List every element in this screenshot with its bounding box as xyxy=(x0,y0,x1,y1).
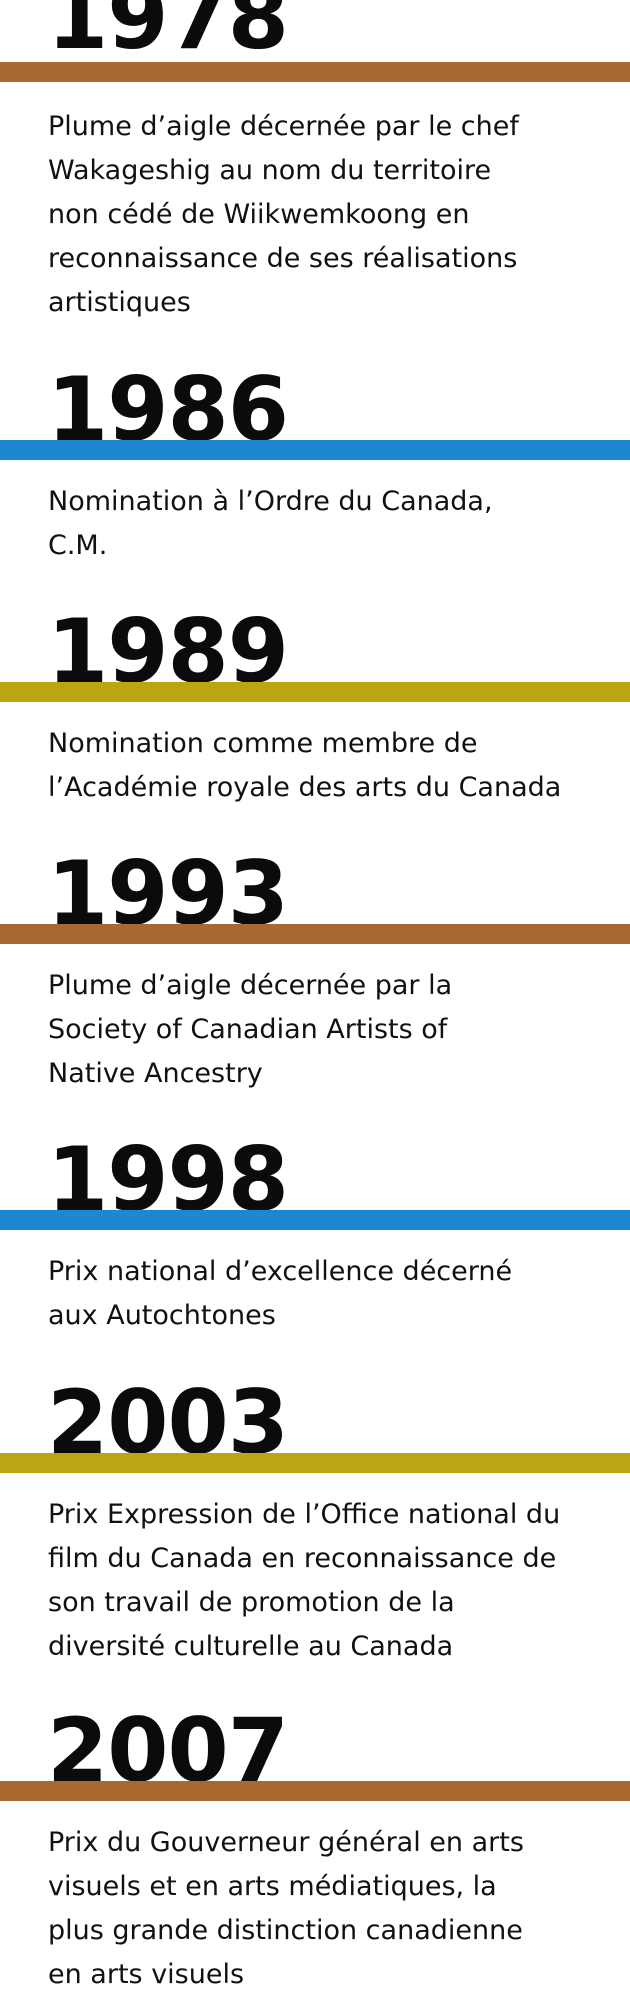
year-label: 1993 xyxy=(47,842,289,945)
award-description: Plume d’aigle décernée par la Society of… xyxy=(48,970,453,1089)
award-description: Plume d’aigle décernée par le chef Wakag… xyxy=(48,111,519,318)
award-description: Nomination comme membre de l’Académie ro… xyxy=(48,728,562,803)
award-description: Prix national d’excellence décerné aux A… xyxy=(48,1256,513,1331)
accent-bar xyxy=(0,62,630,82)
accent-bar xyxy=(0,1453,630,1473)
year-label: 2003 xyxy=(47,1371,289,1474)
year-label: 1986 xyxy=(47,358,289,461)
award-description: Prix Expression de l’Office national du … xyxy=(48,1499,561,1662)
accent-bar xyxy=(0,682,630,702)
accent-bar xyxy=(0,1781,630,1801)
year-label: 1978 xyxy=(47,0,289,69)
accent-bar xyxy=(0,1210,630,1230)
accent-bar xyxy=(0,440,630,460)
year-label: 1998 xyxy=(47,1128,289,1231)
year-label: 2007 xyxy=(47,1699,289,1802)
award-description: Prix du Gouverneur général en arts visue… xyxy=(48,1827,524,1990)
award-description: Nomination à l’Ordre du Canada, C.M. xyxy=(48,486,493,561)
accent-bar xyxy=(0,924,630,944)
year-label: 1989 xyxy=(47,600,289,703)
